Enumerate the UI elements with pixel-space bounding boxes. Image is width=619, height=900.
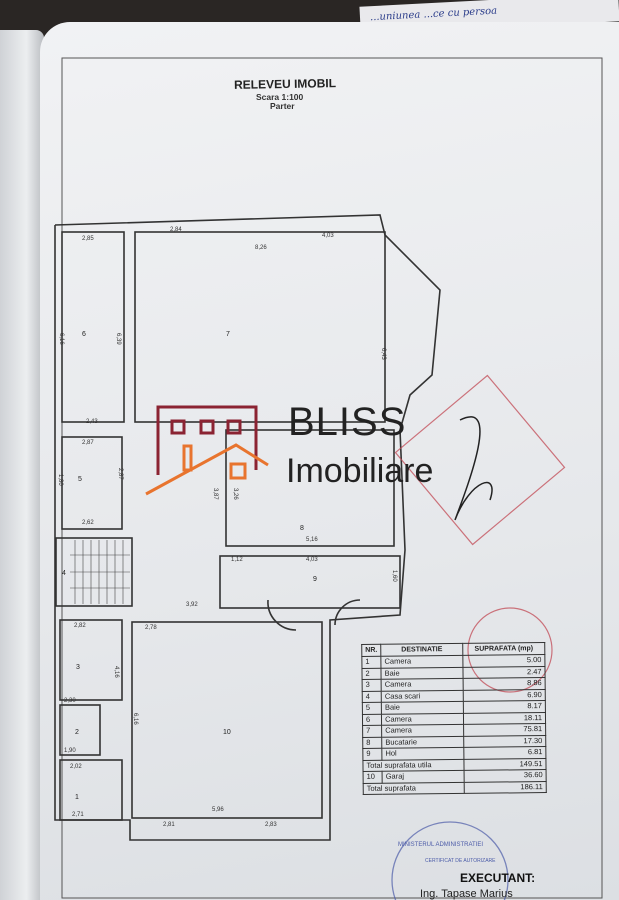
- room-4-outline: [55, 537, 133, 607]
- watermark-line2: Imobiliare: [286, 452, 434, 490]
- room-number-3: 3: [76, 664, 80, 671]
- header-suprafata: SUPRAFATA (mp): [462, 642, 545, 656]
- svg-text:1,90: 1,90: [64, 748, 76, 754]
- stairs: [70, 540, 130, 604]
- svg-text:1,60: 1,60: [391, 570, 397, 582]
- header-nr: NR.: [361, 644, 381, 657]
- room-10-outline: [131, 621, 323, 819]
- svg-text:2,87: 2,87: [82, 440, 94, 446]
- watermark-line1: BLISS: [288, 400, 407, 444]
- svg-text:3,26: 3,26: [232, 488, 238, 500]
- blue-stamp: [391, 821, 509, 900]
- svg-text:4,16: 4,16: [113, 666, 119, 678]
- svg-text:3,87: 3,87: [212, 488, 218, 500]
- room-numbers: 6 7 5 4 8 9 3 2 1 10: [62, 331, 317, 801]
- svg-text:2,30: 2,30: [64, 698, 76, 704]
- svg-text:8,26: 8,26: [255, 245, 267, 251]
- signature: [454, 416, 493, 521]
- svg-text:2,81: 2,81: [163, 822, 175, 828]
- svg-text:6,16: 6,16: [58, 333, 64, 345]
- executant-label: EXECUTANT:: [460, 871, 536, 885]
- header-destinatie: DESTINATIE: [380, 643, 463, 657]
- room-7-outline: [134, 231, 386, 423]
- svg-text:2,62: 2,62: [82, 520, 94, 526]
- document-title: RELEVEU IMOBIL: [233, 76, 337, 92]
- room-number-9: 9: [313, 576, 317, 583]
- svg-text:4,03: 4,03: [306, 557, 318, 563]
- room-3-outline: [59, 619, 123, 701]
- door-swings: [267, 599, 361, 631]
- svg-text:1,12: 1,12: [231, 557, 243, 563]
- dimension-labels: 2,85 2,84 4,03 8,26 6,16 6,39 6,43 2,43 …: [57, 227, 397, 828]
- svg-text:5,16: 5,16: [306, 537, 318, 543]
- room-1-outline: [59, 759, 123, 821]
- outer-wall: [54, 214, 441, 841]
- room-6-outline: [61, 231, 125, 423]
- room-2-outline: [59, 704, 101, 756]
- svg-text:2,71: 2,71: [72, 812, 84, 818]
- stamp-text: CERTIFICAT DE AUTORIZARE: [425, 858, 496, 864]
- room-number-6: 6: [82, 331, 86, 338]
- svg-text:2,83: 2,83: [265, 822, 277, 828]
- svg-text:2,87: 2,87: [117, 468, 123, 480]
- svg-text:2,84: 2,84: [170, 227, 182, 233]
- stamp-ring-text: MINISTERUL ADMINISTRATIEI: [398, 842, 483, 848]
- room-number-2: 2: [75, 729, 79, 736]
- svg-text:1,80: 1,80: [57, 474, 63, 486]
- level-label: Parter: [270, 101, 295, 111]
- bliss-logo-icon: [145, 405, 269, 496]
- room-number-8: 8: [300, 525, 304, 532]
- svg-text:5,96: 5,96: [212, 807, 224, 813]
- svg-text:2,02: 2,02: [70, 764, 82, 770]
- scale-label: Scara 1:100: [256, 92, 304, 102]
- svg-text:3,92: 3,92: [186, 602, 198, 608]
- svg-text:2,78: 2,78: [145, 625, 157, 631]
- svg-text:6,39: 6,39: [115, 333, 121, 345]
- room-9-outline: [219, 555, 401, 609]
- svg-text:6,43: 6,43: [380, 348, 386, 360]
- room-8-outline: [225, 429, 395, 547]
- room-number-4: 4: [62, 570, 66, 577]
- red-stamp: [394, 374, 566, 693]
- room-number-7: 7: [226, 331, 230, 338]
- svg-text:2,82: 2,82: [74, 623, 86, 629]
- room-number-1: 1: [75, 794, 79, 801]
- room-number-10: 10: [223, 729, 231, 736]
- svg-text:4,03: 4,03: [322, 233, 334, 239]
- svg-text:2,43: 2,43: [86, 419, 98, 425]
- left-book-page: [0, 30, 44, 900]
- room-number-5: 5: [78, 476, 82, 483]
- svg-text:2,85: 2,85: [82, 236, 94, 242]
- svg-text:6,16: 6,16: [132, 713, 138, 725]
- executant-name: Ing. Tapase Marius: [420, 888, 513, 900]
- room-5-outline: [61, 436, 123, 530]
